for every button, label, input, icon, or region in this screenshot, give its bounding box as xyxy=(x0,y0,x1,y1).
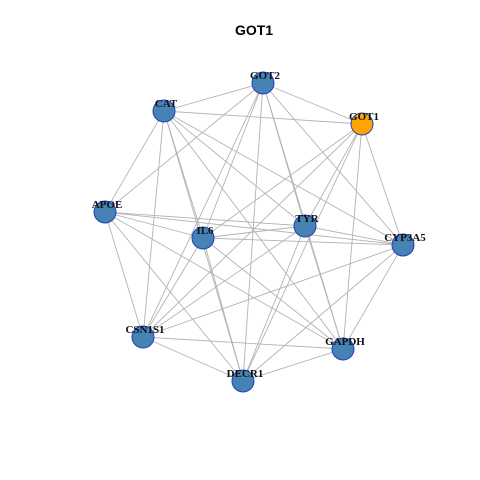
node-csn1s1 xyxy=(131,325,155,349)
edge-got1-cyp3a5 xyxy=(361,123,404,246)
node-label-decr1: DECR1 xyxy=(227,368,264,380)
edge-il6-cyp3a5 xyxy=(202,237,404,246)
edge-cat-cyp3a5 xyxy=(163,110,404,246)
edge-apoe-il6 xyxy=(104,211,204,239)
edge-cyp3a5-gapdh xyxy=(342,244,404,350)
edge-il6-gapdh xyxy=(202,237,344,350)
node-label-apoe: APOE xyxy=(92,199,123,211)
node-cat xyxy=(152,99,176,123)
edge-tyr-gapdh xyxy=(304,225,344,350)
node-decr1 xyxy=(231,369,255,393)
edge-cyp3a5-csn1s1 xyxy=(142,244,404,338)
edge-tyr-cyp3a5 xyxy=(304,225,404,246)
edge-cat-got1 xyxy=(163,110,363,125)
node-layer xyxy=(93,71,415,393)
node-label-cat: CAT xyxy=(155,98,178,110)
node-label-got2: GOT2 xyxy=(250,70,280,82)
chart-title: GOT1 xyxy=(235,22,273,38)
edge-tyr-csn1s1 xyxy=(142,225,306,338)
edge-apoe-csn1s1 xyxy=(104,211,144,338)
node-got2 xyxy=(251,71,275,95)
edge-il6-decr1 xyxy=(202,237,244,382)
edge-got2-apoe xyxy=(104,82,264,213)
edge-got2-il6 xyxy=(202,82,264,239)
edge-got2-cat xyxy=(163,82,264,112)
node-label-got1: GOT1 xyxy=(349,111,379,123)
edge-cat-tyr xyxy=(163,110,306,227)
edge-got2-csn1s1 xyxy=(142,82,264,338)
edge-apoe-gapdh xyxy=(104,211,344,350)
edge-got1-decr1 xyxy=(242,123,363,382)
node-cyp3a5 xyxy=(391,233,415,257)
edge-il6-tyr xyxy=(202,225,306,239)
edge-got2-got1 xyxy=(262,82,363,125)
edge-tyr-decr1 xyxy=(242,225,306,382)
edge-cat-apoe xyxy=(104,110,165,213)
node-got1 xyxy=(350,112,374,136)
edge-got1-csn1s1 xyxy=(142,123,363,338)
edge-gapdh-decr1 xyxy=(242,348,344,382)
edge-csn1s1-decr1 xyxy=(142,336,244,382)
edge-got2-cyp3a5 xyxy=(262,82,404,246)
edge-apoe-tyr xyxy=(104,211,306,227)
node-label-csn1s1: CSN1S1 xyxy=(125,324,164,336)
node-label-il6: IL6 xyxy=(196,225,214,237)
edge-layer xyxy=(104,82,404,382)
node-label-gapdh: GAPDH xyxy=(325,336,365,348)
edge-got1-gapdh xyxy=(342,123,363,350)
edge-got1-tyr xyxy=(304,123,363,227)
node-apoe xyxy=(93,200,117,224)
node-label-cyp3a5: CYP3A5 xyxy=(384,232,426,244)
edge-csn1s1-gapdh xyxy=(142,336,344,350)
edge-il6-csn1s1 xyxy=(142,237,204,338)
edge-apoe-cyp3a5 xyxy=(104,211,404,246)
node-tyr xyxy=(293,214,317,238)
node-label-tyr: TYR xyxy=(295,213,319,225)
edge-got1-il6 xyxy=(202,123,363,239)
node-gapdh xyxy=(331,337,355,361)
edge-cat-csn1s1 xyxy=(142,110,165,338)
edge-cyp3a5-decr1 xyxy=(242,244,404,382)
edge-apoe-decr1 xyxy=(104,211,244,382)
node-il6 xyxy=(191,226,215,250)
